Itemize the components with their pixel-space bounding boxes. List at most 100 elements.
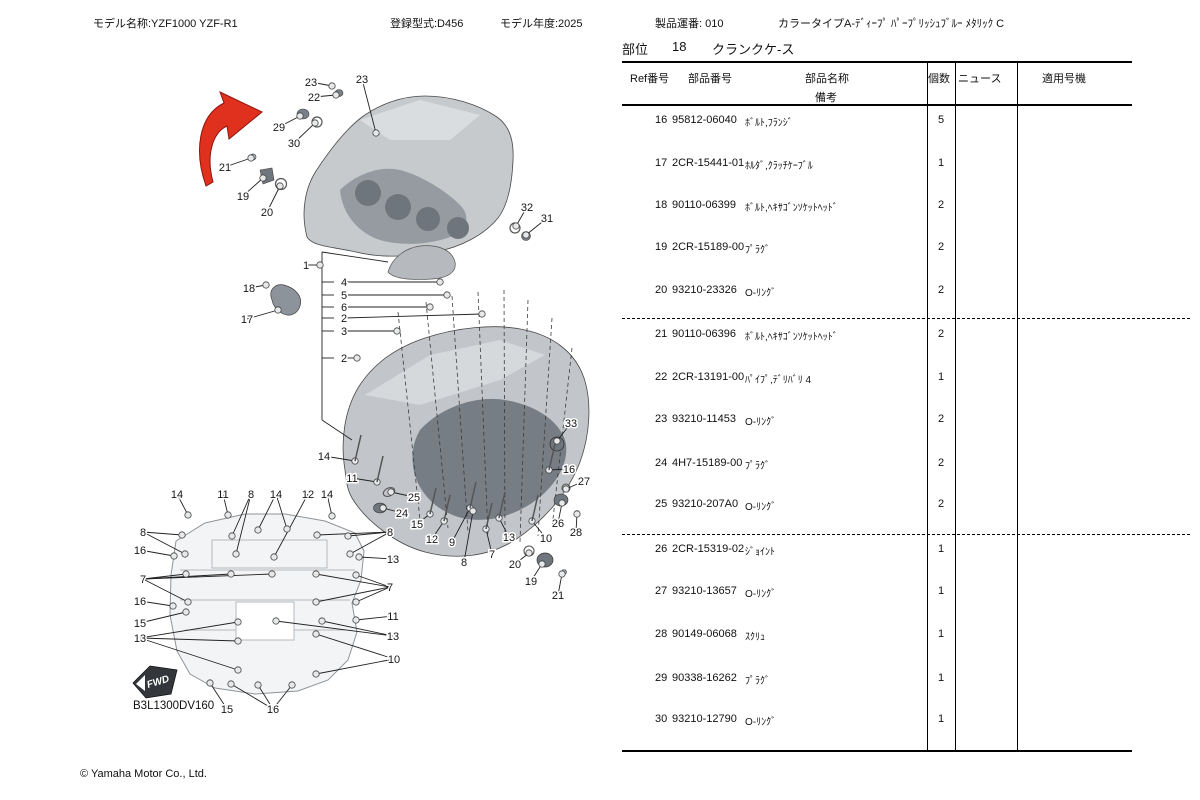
callout-label: 13 xyxy=(503,532,515,544)
callout-label: 16 xyxy=(563,464,575,476)
cell-pname: ﾎﾞﾙﾄ,ﾌﾗﾝｼﾞ xyxy=(745,118,793,129)
callout-label: 25 xyxy=(408,492,420,504)
callout-label: 27 xyxy=(578,476,590,488)
cell-pname: O-ﾘﾝｸﾞ xyxy=(745,502,777,513)
cell-ref: 24 xyxy=(655,457,668,469)
red-direction-arrow xyxy=(199,91,263,187)
callout-label: 16 xyxy=(267,704,279,716)
callout-label: 29 xyxy=(273,122,285,134)
cell-ref: 23 xyxy=(655,413,668,425)
col-header-applicable: 適用号機 xyxy=(1042,73,1086,85)
cell-ref: 26 xyxy=(655,543,668,555)
callout-label: 15 xyxy=(221,704,233,716)
section-number: 18 xyxy=(672,39,687,54)
product-number-label: 製品運番: 010 xyxy=(655,18,724,30)
cell-qty: 1 xyxy=(937,543,945,555)
cell-pno: 2CR-15319-02 xyxy=(672,543,745,555)
callout-label: 8 xyxy=(387,527,393,539)
callout-label: 12 xyxy=(426,534,438,546)
callout-label: 30 xyxy=(288,138,300,150)
section-title: クランクケ-ス xyxy=(712,42,795,57)
cell-qty: 1 xyxy=(937,585,945,597)
callout-label: 7 xyxy=(387,582,393,594)
callout-label: 2 xyxy=(341,313,347,325)
cell-ref: 19 xyxy=(655,241,668,253)
callout-label: 14 xyxy=(321,489,333,501)
cell-pno: 90110-06396 xyxy=(672,328,737,340)
registration-type-label: 登録型式:D456 xyxy=(390,18,464,30)
callout-label: 8 xyxy=(140,527,146,539)
cell-pname: O-ﾘﾝｸﾞ xyxy=(745,717,777,728)
callout-label: 31 xyxy=(541,213,553,225)
lower-crankcase-view xyxy=(342,289,590,557)
col-header-part-no: 部品番号 xyxy=(688,73,732,85)
cell-pname: ﾌﾟﾗｸﾞ xyxy=(745,245,770,256)
cell-pno: 2CR-15441-01 xyxy=(672,157,745,169)
callout-label: 16 xyxy=(134,596,146,608)
cell-pno: 93210-13657 xyxy=(672,585,737,597)
cell-pno: 95812-06040 xyxy=(672,114,737,126)
fwd-badge: FWD xyxy=(132,665,178,699)
callout-label: 13 xyxy=(387,554,399,566)
callout-label: 32 xyxy=(521,202,533,214)
callout-label: 11 xyxy=(217,489,228,501)
callout-label: 14 xyxy=(270,489,282,501)
cell-pname: ﾌﾟﾗｸﾞ xyxy=(745,461,770,472)
assembly-bracket xyxy=(316,251,389,441)
crankcase-bottom-outline-view xyxy=(169,513,365,695)
callout-label: 1 xyxy=(303,260,309,272)
callout-label: 7 xyxy=(140,574,146,586)
col-header-ref: Ref番号 xyxy=(630,73,670,85)
cell-pname: O-ﾘﾝｸﾞ xyxy=(745,288,777,299)
callout-label: 18 xyxy=(243,283,255,295)
callout-label: 13 xyxy=(134,633,146,645)
cell-ref: 28 xyxy=(655,628,668,640)
callout-label: 19 xyxy=(525,576,537,588)
cell-ref: 20 xyxy=(655,284,668,296)
col-header-qty: 個数 xyxy=(928,73,950,85)
cell-pname: O-ﾘﾝｸﾞ xyxy=(745,417,777,428)
copyright: © Yamaha Motor Co., Ltd. xyxy=(80,768,207,780)
cell-qty: 2 xyxy=(937,199,945,211)
cell-qty: 1 xyxy=(937,713,945,725)
cell-pno: 2CR-15189-00 xyxy=(672,241,745,253)
callout-label: 6 xyxy=(341,302,347,314)
callout-label: 26 xyxy=(552,518,564,530)
callout-label: 5 xyxy=(341,290,347,302)
callout-label: 14 xyxy=(171,489,183,501)
cell-pname: ｼﾞｮｲﾝﾄ xyxy=(745,547,775,558)
callout-label: 11 xyxy=(346,473,357,485)
upper-crankcase-view xyxy=(303,95,514,257)
cell-qty: 2 xyxy=(937,457,945,469)
cell-pname: ﾌﾟﾗｸﾞ xyxy=(745,676,770,687)
cell-pno: 90149-06068 xyxy=(672,628,737,640)
callout-label: 8 xyxy=(248,489,254,501)
color-type-label: カラータイプA-ﾃﾞｨｰﾌﾟ ﾊﾟｰﾌﾟﾘｯｼｭﾌﾞﾙｰ ﾒﾀﾘｯｸ C xyxy=(778,18,1005,30)
cell-ref: 22 xyxy=(655,371,668,383)
cell-pno: 4H7-15189-00 xyxy=(672,457,743,469)
callout-label: 10 xyxy=(540,533,552,545)
callout-label: 9 xyxy=(449,537,455,549)
col-header-part-name: 部品名称 xyxy=(805,73,849,85)
cell-pno: 90338-16262 xyxy=(672,672,737,684)
callout-label: 3 xyxy=(341,326,347,338)
column-line-applicable xyxy=(1017,63,1018,750)
cell-ref: 17 xyxy=(655,157,668,169)
callout-label: 4 xyxy=(341,277,347,289)
cell-ref: 25 xyxy=(655,498,668,510)
cell-pname: ﾎﾙﾀﾞ,ｸﾗｯﾁｹｰﾌﾞﾙ xyxy=(745,161,813,172)
cell-pno: 2CR-13191-00 xyxy=(672,371,745,383)
callout-label: 7 xyxy=(489,549,495,561)
